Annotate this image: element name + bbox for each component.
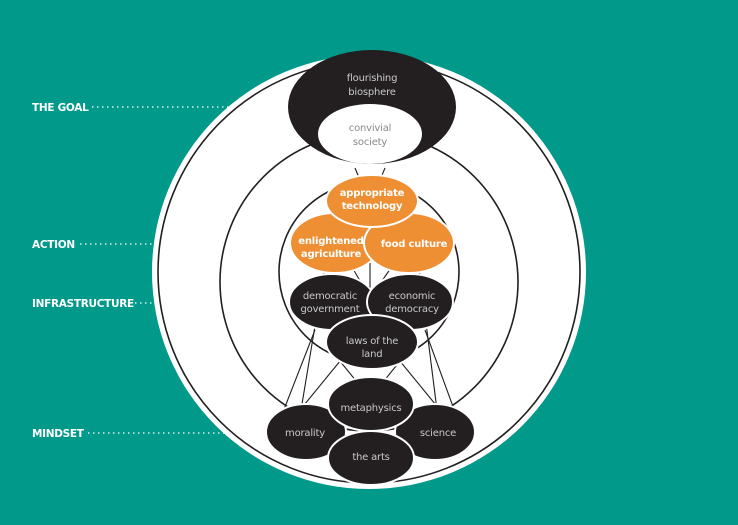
label-convivial-society-1: convivial — [349, 123, 391, 134]
level-label-mindset: MINDSET — [32, 428, 85, 440]
label-enlightened-agriculture-2: agriculture — [301, 249, 362, 260]
label-metaphysics: metaphysics — [340, 403, 401, 414]
mindset-nodes: metaphysics morality science the arts — [265, 376, 476, 486]
node-appropriate-technology — [325, 174, 419, 228]
label-convivial-society-2: society — [353, 137, 387, 148]
label-laws-of-the-land-2: land — [362, 349, 383, 360]
infrastructure-nodes: democratic government economic democracy… — [288, 273, 454, 370]
label-enlightened-agriculture-1: enlightened — [298, 236, 363, 247]
label-science: science — [420, 428, 456, 439]
label-laws-of-the-land-1: laws of the — [346, 336, 399, 347]
node-laws-of-the-land — [325, 314, 419, 370]
label-economic-democracy-2: democracy — [385, 304, 439, 315]
level-label-action: ACTION — [32, 239, 75, 251]
node-science — [394, 403, 476, 461]
label-morality: morality — [285, 428, 325, 439]
label-flourishing-biosphere-1: flourishing — [347, 73, 397, 84]
node-morality — [265, 403, 347, 461]
level-label-goal: THE GOAL — [32, 102, 89, 114]
level-label-infrastructure: INFRASTRUCTURE — [32, 298, 134, 310]
node-convivial-society — [318, 104, 422, 164]
outer-disc — [152, 55, 586, 489]
goal-nodes: flourishing biosphere convivial society — [288, 50, 456, 164]
label-appropriate-technology-1: appropriate — [340, 188, 405, 199]
node-the-arts — [327, 430, 415, 486]
label-appropriate-technology-2: technology — [342, 201, 403, 212]
label-democratic-government-1: democratic — [303, 291, 357, 302]
label-flourishing-biosphere-2: biosphere — [348, 87, 396, 98]
label-economic-democracy-1: economic — [389, 291, 436, 302]
label-food-culture: food culture — [381, 239, 448, 250]
label-the-arts: the arts — [352, 452, 389, 463]
label-democratic-government-2: government — [301, 304, 360, 315]
action-nodes: appropriate technology enlightened agric… — [289, 174, 455, 274]
